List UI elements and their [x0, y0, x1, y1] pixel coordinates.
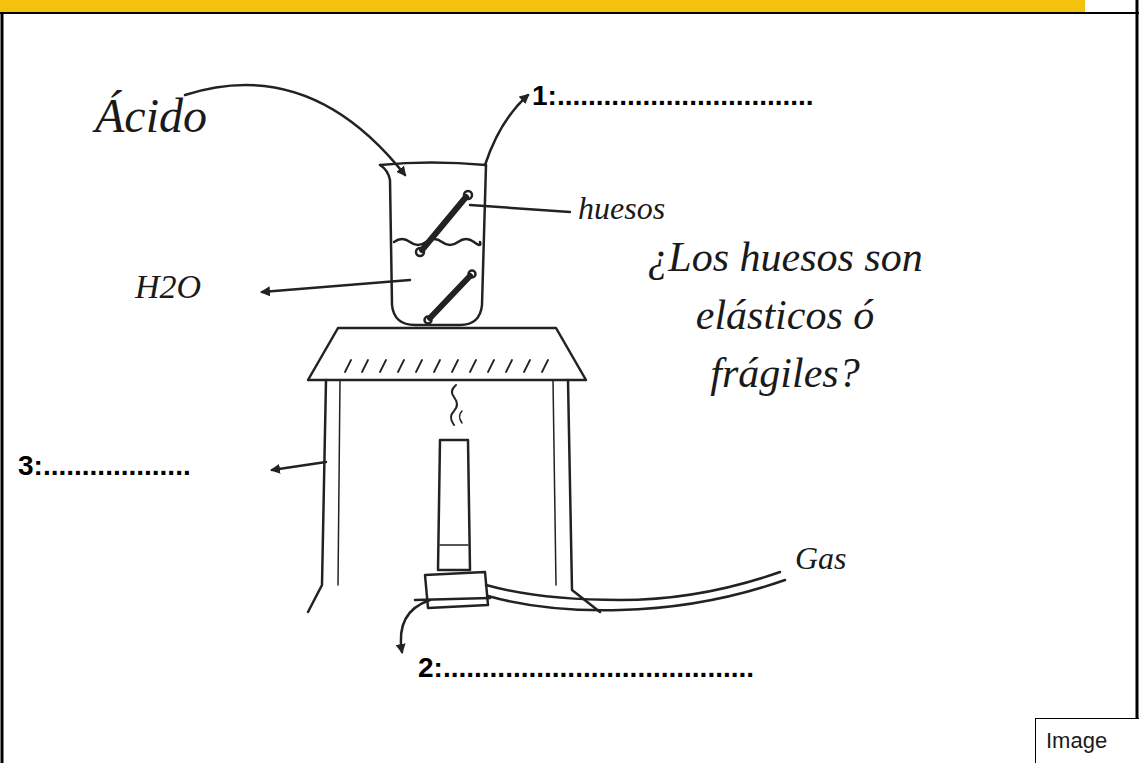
burner-base — [415, 598, 490, 600]
part-label: huesos — [578, 190, 665, 227]
table-leg — [308, 380, 326, 612]
bone — [422, 197, 466, 250]
leader-arrow — [185, 85, 405, 175]
callout-number: 3:................... — [18, 450, 191, 482]
burner-base — [425, 572, 488, 608]
bone-end — [416, 248, 424, 256]
leader-arrow — [485, 95, 528, 165]
table-hatch — [345, 360, 548, 372]
top-band — [0, 0, 1085, 12]
bone — [430, 276, 470, 318]
water-line — [394, 239, 480, 245]
part-label: H2O — [135, 268, 201, 306]
bone-end — [425, 317, 432, 324]
question-note: ¿Los huesos son elásticos ó frágiles? — [640, 228, 930, 402]
gas-hose — [488, 580, 785, 610]
reagent-label: Ácido — [95, 88, 207, 143]
flame — [451, 385, 457, 425]
table-top — [308, 328, 586, 380]
burner-ring — [440, 544, 468, 546]
leader-arrow — [272, 462, 326, 470]
table-leg — [553, 380, 556, 585]
callout-number: 1:................................. — [532, 80, 814, 112]
leader-arrow — [262, 280, 410, 292]
burner-tube — [438, 440, 470, 570]
leader-arrow — [401, 600, 430, 652]
frame-line — [1136, 0, 1139, 763]
part-label: Gas — [795, 540, 847, 577]
table-leg — [338, 380, 340, 585]
frame-line — [1, 12, 4, 763]
beaker — [380, 165, 486, 325]
table-leg — [568, 380, 600, 612]
flame — [460, 411, 463, 423]
beaker-rim — [380, 163, 486, 166]
image-tag: Image — [1046, 728, 1107, 754]
bone-end — [469, 271, 476, 278]
leader-line — [470, 205, 570, 212]
callout-number: 2:......................................… — [418, 652, 754, 684]
bone-end — [464, 191, 472, 199]
frame-line — [0, 12, 1139, 14]
